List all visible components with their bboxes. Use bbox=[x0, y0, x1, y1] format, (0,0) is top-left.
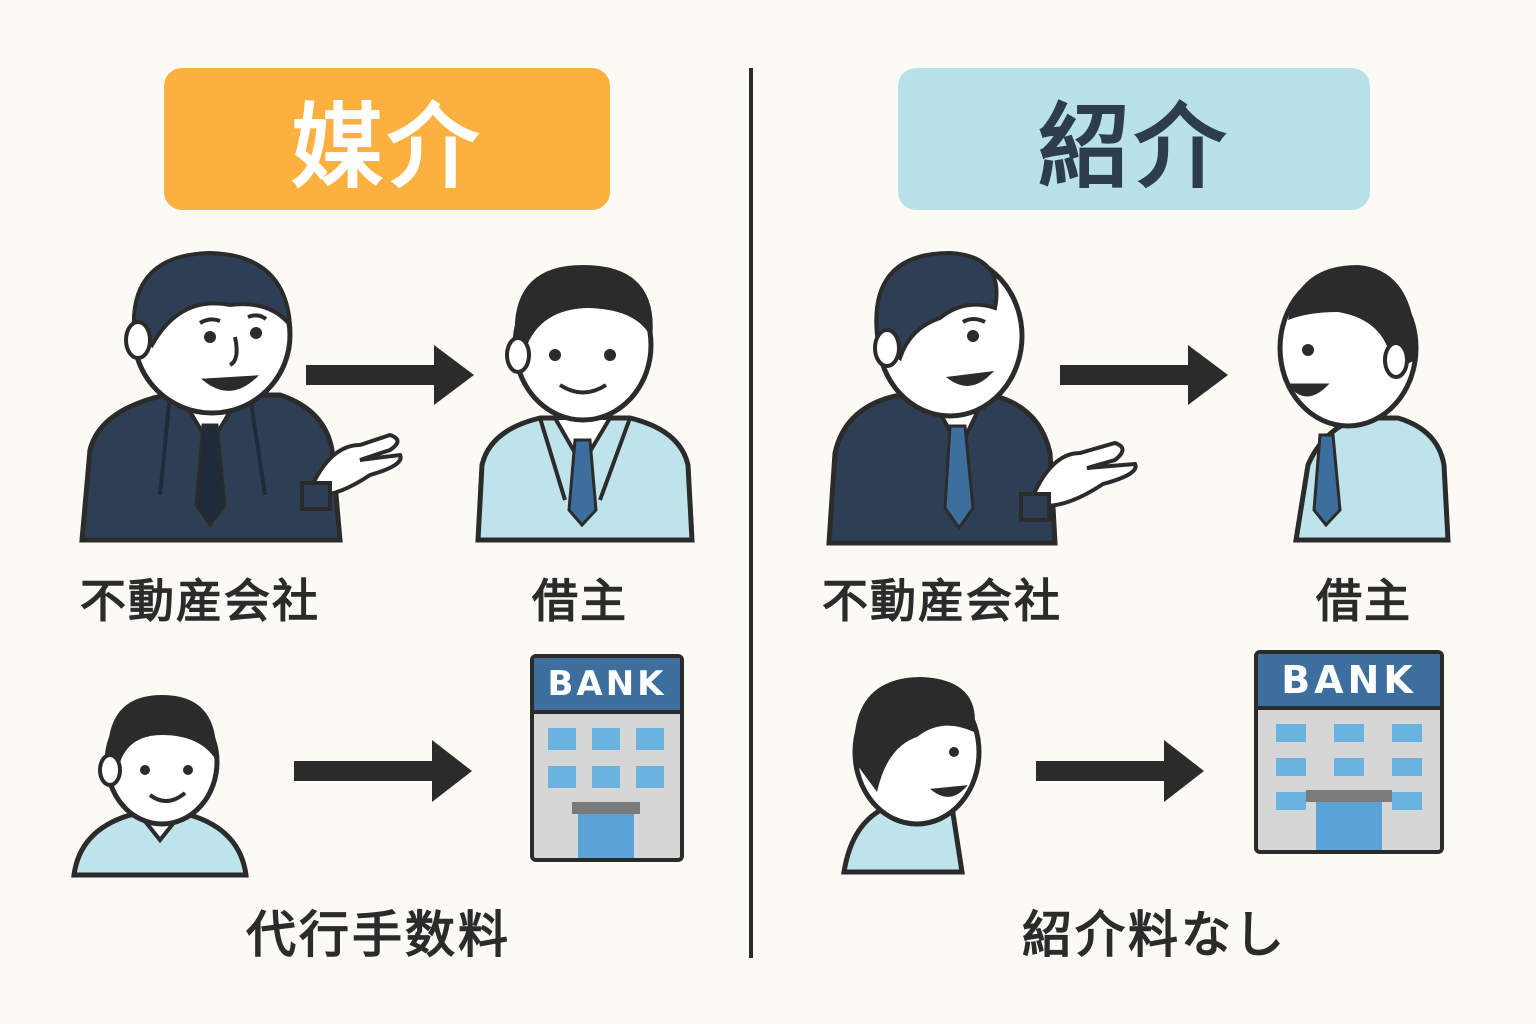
bank-sign: BANK bbox=[1258, 654, 1440, 710]
bank-sign: BANK bbox=[534, 658, 680, 714]
person-figure-right bbox=[841, 677, 982, 875]
bank-windows bbox=[1276, 724, 1422, 850]
tenant-label-right: 借主 bbox=[1316, 574, 1412, 628]
fee-caption-right: 紹介料なし bbox=[1022, 906, 1287, 964]
person-figure-left bbox=[71, 695, 249, 878]
introduction-title: 紹介 bbox=[898, 68, 1370, 210]
bank-building-icon: BANK bbox=[530, 654, 684, 862]
tenant-figure-left bbox=[475, 265, 695, 543]
real-estate-agent-figure-right bbox=[826, 250, 1138, 546]
arrow-right-icon bbox=[1036, 740, 1204, 802]
mediation-title: 媒介 bbox=[164, 68, 610, 210]
real-estate-agent-figure-left bbox=[79, 250, 403, 543]
bank-building-icon: BANK bbox=[1254, 650, 1444, 854]
arrow-right-icon bbox=[306, 345, 474, 405]
agent-label-left: 不動産会社 bbox=[80, 574, 320, 628]
panel-divider bbox=[749, 68, 753, 958]
tenant-figure-right bbox=[1277, 265, 1451, 543]
agent-label-right: 不動産会社 bbox=[822, 574, 1062, 628]
arrow-right-icon bbox=[294, 740, 472, 802]
arrow-right-icon bbox=[1060, 345, 1228, 405]
bank-windows bbox=[548, 728, 664, 858]
tenant-label-left: 借主 bbox=[532, 574, 628, 628]
fee-caption-left: 代行手数料 bbox=[246, 906, 511, 964]
